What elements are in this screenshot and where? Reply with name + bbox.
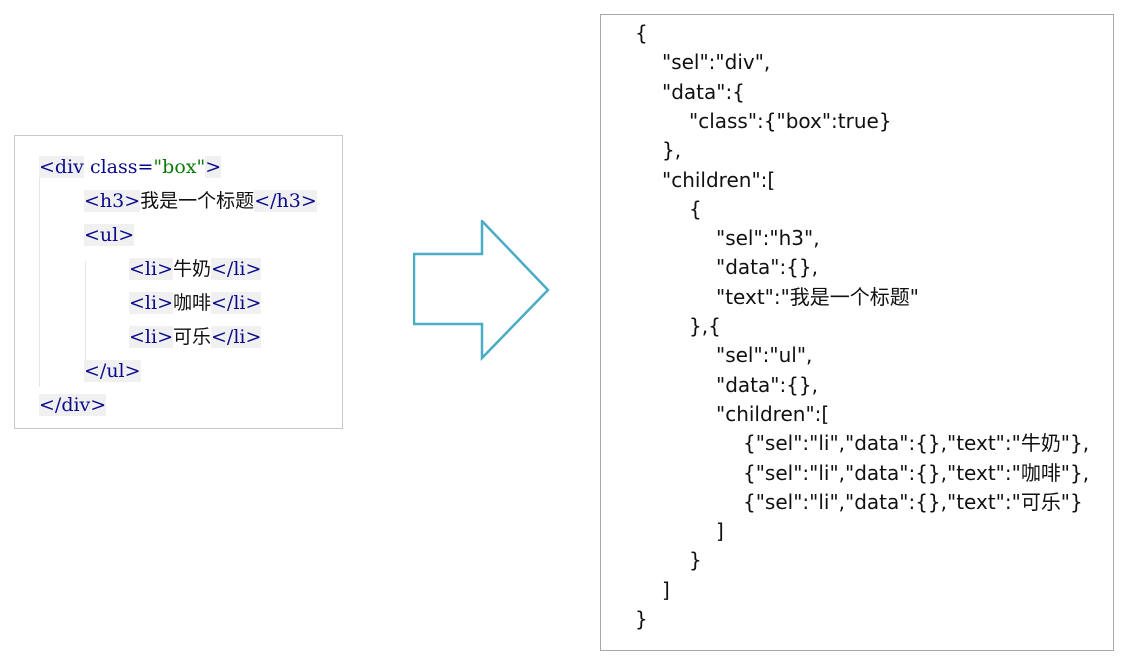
html-line-li: <li>咖啡</li> bbox=[129, 289, 262, 317]
ul-close-tag: </ul> bbox=[84, 360, 141, 382]
indent-guide bbox=[85, 261, 86, 365]
json-line: "sel":"ul", bbox=[716, 343, 813, 368]
html-line-ul-close: </ul> bbox=[84, 357, 141, 385]
json-line: { bbox=[635, 21, 648, 45]
html-line-ul-open: <ul> bbox=[84, 221, 135, 249]
json-line: {"sel":"li","data":{},"text":"牛奶"}, bbox=[743, 431, 1090, 456]
json-line: },{ bbox=[689, 314, 721, 338]
json-line: "sel":"h3", bbox=[716, 226, 820, 251]
div-close-tag: </div> bbox=[39, 394, 107, 416]
json-line: "data":{}, bbox=[716, 372, 818, 397]
json-code-panel: { "sel":"div", "data":{ "class":{"box":true… bbox=[600, 14, 1114, 651]
li-close-tag: </li> bbox=[211, 258, 262, 280]
html-line-h3: <h3>我是一个标题</h3> bbox=[84, 187, 317, 215]
class-value: "box" bbox=[153, 156, 206, 178]
h3-close-tag: </h3> bbox=[254, 190, 317, 212]
li-text: 牛奶 bbox=[173, 258, 212, 280]
json-line: ] bbox=[662, 577, 670, 602]
json-line: } bbox=[689, 548, 702, 573]
ul-open-tag: <ul> bbox=[84, 224, 135, 246]
div-open-tag: <div bbox=[39, 156, 84, 178]
indent-guide bbox=[39, 177, 40, 387]
li-text: 可乐 bbox=[173, 326, 212, 348]
li-close-tag: </li> bbox=[211, 326, 262, 348]
li-text: 咖啡 bbox=[173, 292, 212, 314]
json-line: "class":{"box":true} bbox=[689, 108, 892, 133]
li-close-tag: </li> bbox=[211, 292, 262, 314]
json-line: {"sel":"li","data":{},"text":"咖啡"}, bbox=[743, 460, 1090, 485]
html-line-div-open: <div class="box"> bbox=[39, 153, 222, 181]
json-line: ] bbox=[716, 519, 724, 544]
li-open-tag: <li> bbox=[129, 258, 173, 280]
json-line: { bbox=[689, 196, 702, 221]
json-line: "children":[ bbox=[716, 401, 830, 426]
right-arrow-icon bbox=[413, 220, 550, 362]
json-line: "children":[ bbox=[662, 167, 776, 192]
json-line: }, bbox=[662, 138, 682, 163]
html-line-li: <li>可乐</li> bbox=[129, 323, 262, 351]
json-line: } bbox=[635, 607, 648, 631]
html-code-panel: <div class="box"> <h3>我是一个标题</h3> <ul> <… bbox=[14, 135, 343, 429]
json-line: "data":{ bbox=[662, 79, 745, 104]
class-attribute: class= bbox=[83, 156, 154, 178]
h3-text: 我是一个标题 bbox=[140, 190, 255, 212]
json-line: "sel":"div", bbox=[662, 50, 771, 75]
json-line: "text":"我是一个标题" bbox=[716, 284, 920, 309]
json-line: {"sel":"li","data":{},"text":"可乐"} bbox=[743, 489, 1083, 514]
json-line: "data":{}, bbox=[716, 255, 818, 280]
html-line-div-close: </div> bbox=[39, 391, 107, 419]
li-open-tag: <li> bbox=[129, 292, 173, 314]
h3-open-tag: <h3> bbox=[84, 190, 141, 212]
li-open-tag: <li> bbox=[129, 326, 173, 348]
div-open-bracket: > bbox=[205, 156, 222, 178]
html-line-li: <li>牛奶</li> bbox=[129, 255, 262, 283]
arrow-shape bbox=[413, 220, 550, 362]
